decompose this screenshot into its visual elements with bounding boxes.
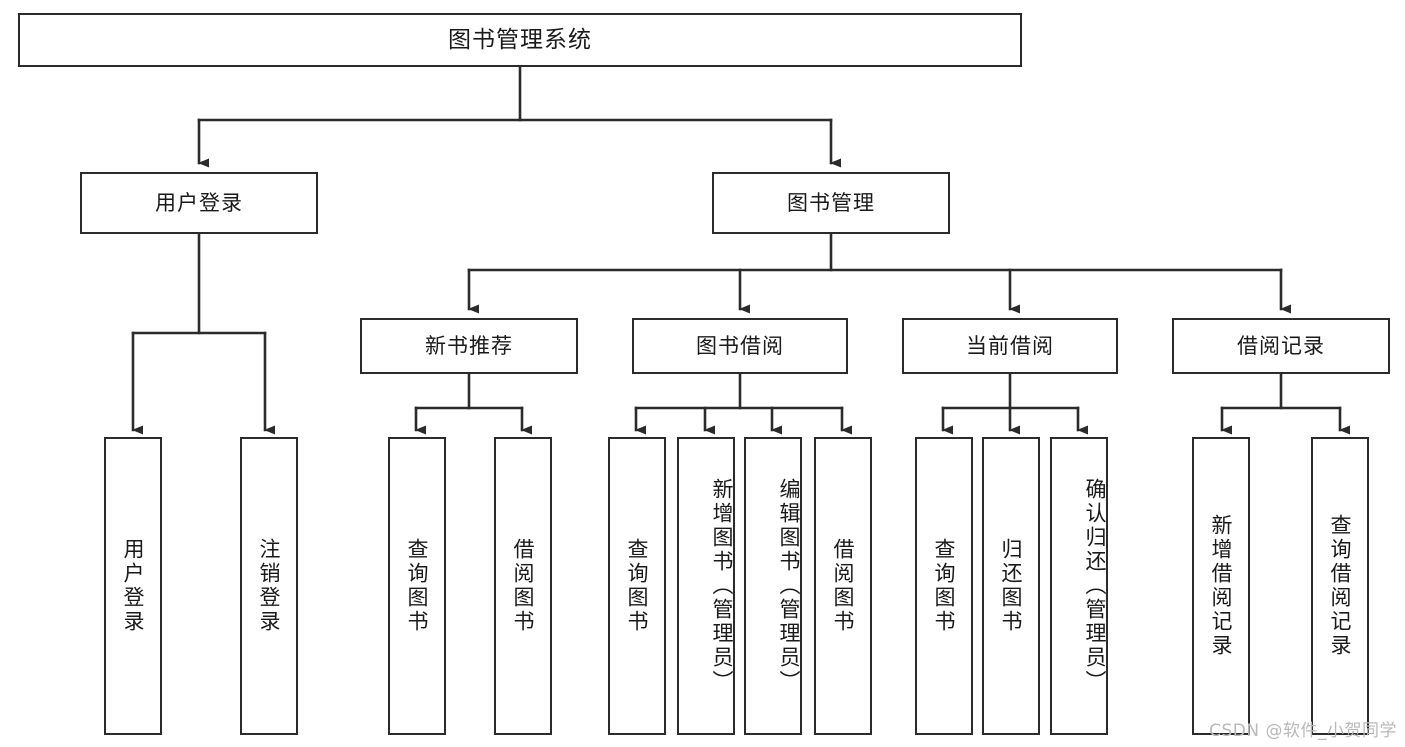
node-label: 查询图书 [625,538,650,634]
node-borrow-record[interactable]: 借阅记录 [1172,318,1390,374]
leaf-borrow-books-borrow[interactable]: 借阅图书 [814,437,872,735]
node-book-management[interactable]: 图书管理 [712,172,950,234]
node-label: 归还图书 [999,538,1024,634]
leaf-user-login[interactable]: 用户登录 [104,437,162,735]
node-label: 用户登录 [155,190,243,215]
node-new-book-recommend[interactable]: 新书推荐 [360,318,578,374]
leaf-query-books-current[interactable]: 查询图书 [915,437,973,735]
node-root-book-management-system[interactable]: 图书管理系统 [18,13,1022,67]
node-label: 图书管理 [787,190,875,215]
leaf-edit-book-admin[interactable]: 编辑图书（管理员） [744,437,802,735]
leaf-query-books-newbook[interactable]: 查询图书 [388,437,446,735]
node-label: 查询图书 [932,538,957,634]
leaf-borrow-books-newbook[interactable]: 借阅图书 [494,437,552,735]
node-label: 借阅图书 [511,538,536,634]
leaf-query-books-borrow[interactable]: 查询图书 [608,437,666,735]
leaf-query-borrow-record[interactable]: 查询借阅记录 [1311,437,1369,735]
csdn-watermark: CSDN @软件_小贺同学 [1209,721,1397,741]
leaf-return-books[interactable]: 归还图书 [982,437,1040,735]
node-label: 借阅图书 [831,538,856,634]
node-user-login[interactable]: 用户登录 [80,172,318,234]
leaf-confirm-return-admin[interactable]: 确认归还（管理员） [1050,437,1108,735]
node-book-borrow[interactable]: 图书借阅 [632,318,848,374]
node-label: 新增图书（管理员） [710,478,734,694]
node-label: 图书管理系统 [448,26,592,53]
leaf-add-borrow-record[interactable]: 新增借阅记录 [1192,437,1250,735]
node-label: 查询借阅记录 [1328,514,1353,658]
node-label: 借阅记录 [1237,333,1325,358]
node-label: 新书推荐 [425,333,513,358]
node-label: 当前借阅 [966,333,1054,358]
node-label: 确认归还（管理员） [1083,478,1107,694]
node-label: 图书借阅 [696,333,784,358]
node-label: 查询图书 [405,538,430,634]
leaf-add-book-admin[interactable]: 新增图书（管理员） [677,437,735,735]
node-label: 注销登录 [257,538,282,634]
leaf-logout[interactable]: 注销登录 [240,437,298,735]
node-label: 新增借阅记录 [1209,514,1234,658]
node-current-borrow[interactable]: 当前借阅 [902,318,1118,374]
node-label: 编辑图书（管理员） [777,478,801,694]
node-label: 用户登录 [121,538,146,634]
